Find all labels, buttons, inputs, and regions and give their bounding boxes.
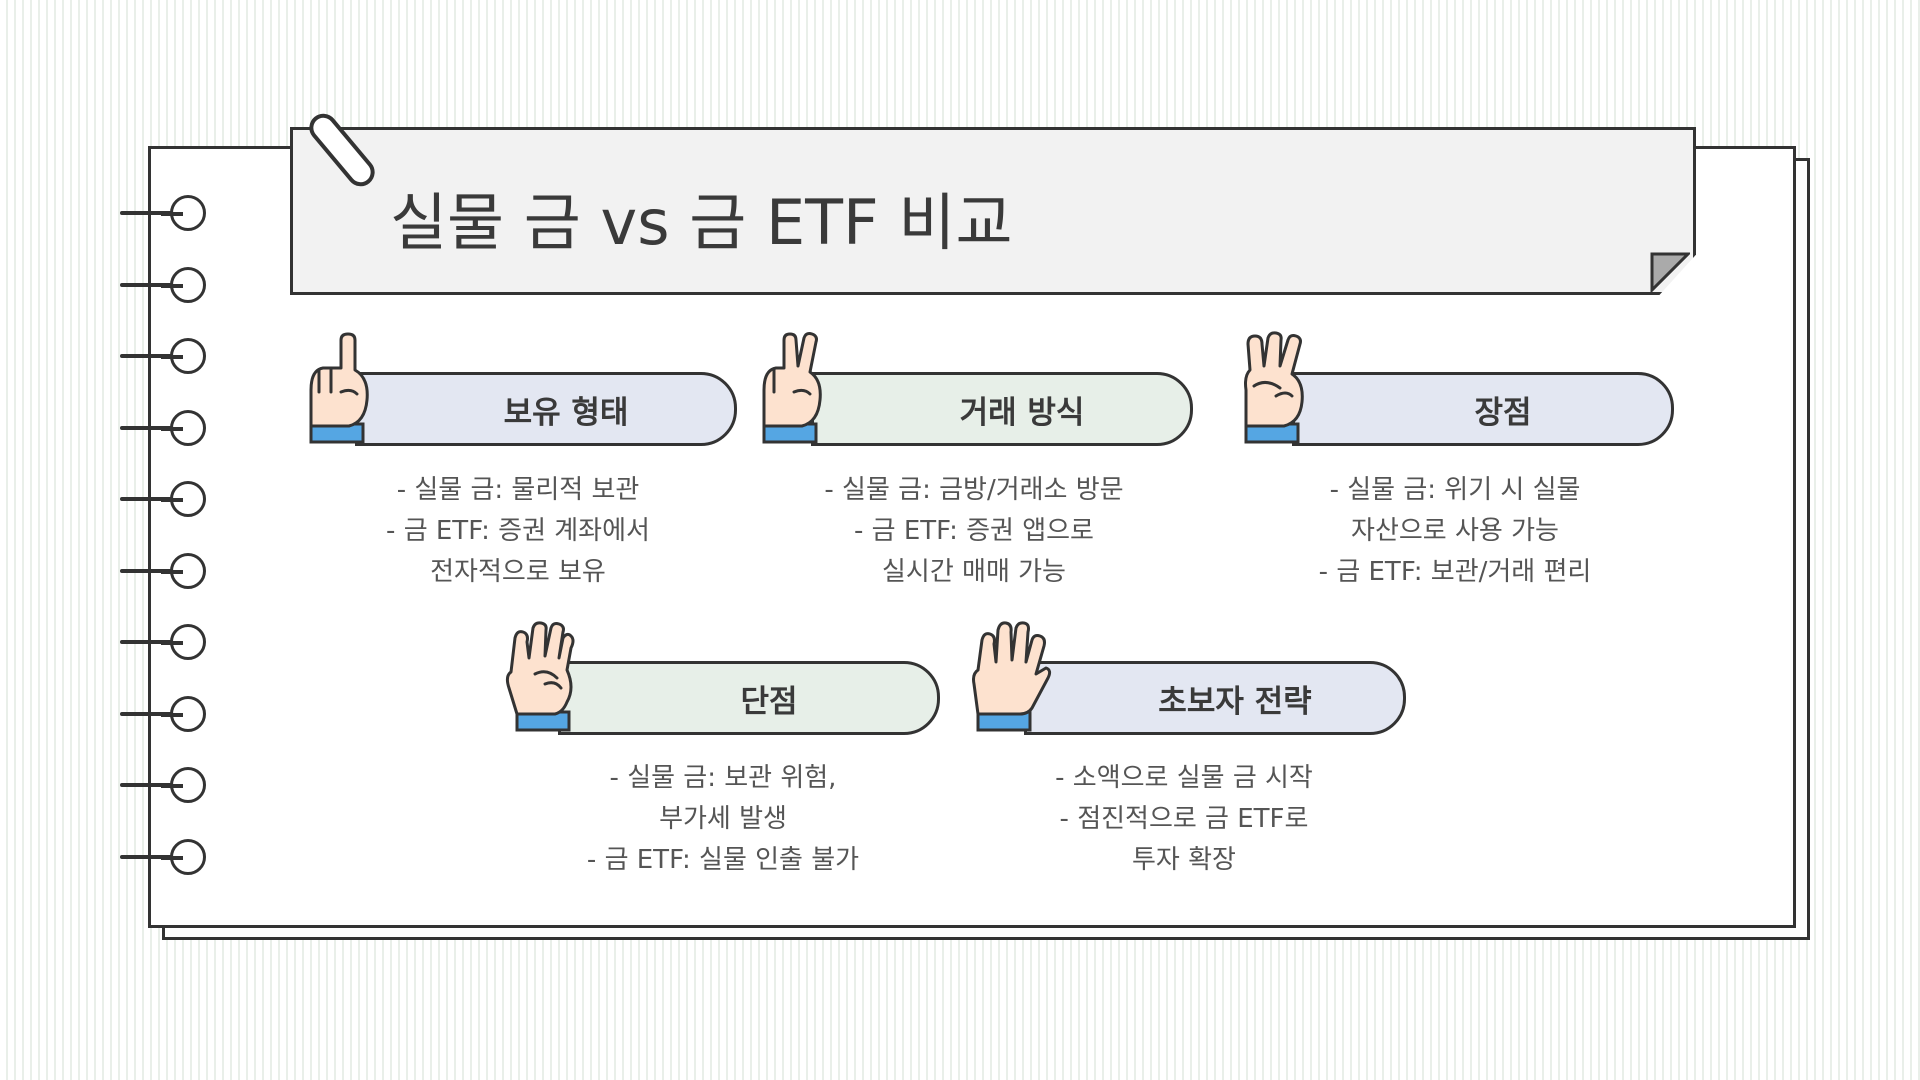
description-line: - 실물 금: 위기 시 실물 bbox=[1329, 475, 1581, 505]
hand-three-fingers-icon bbox=[1244, 331, 1304, 444]
card-heading-pill: 단점 bbox=[558, 661, 940, 735]
description-line: 실시간 매매 가능 bbox=[882, 557, 1066, 587]
title-banner bbox=[290, 127, 1696, 295]
card-description: - 소액으로 실물 금 시작 - 점진적으로 금 ETF로 투자 확장 bbox=[984, 758, 1384, 881]
spiral-ring bbox=[120, 336, 206, 376]
description-line: - 실물 금: 금방/거래소 방문 bbox=[824, 475, 1124, 505]
spiral-ring bbox=[120, 551, 206, 591]
card-heading-pill: 초보자 전략 bbox=[1024, 661, 1406, 735]
card-heading-pill: 보유 형태 bbox=[355, 372, 737, 446]
card-description: - 실물 금: 보관 위험, 부가세 발생 - 금 ETF: 실물 인출 불가 bbox=[523, 758, 923, 881]
spiral-ring bbox=[120, 265, 206, 305]
card-heading-pill: 거래 방식 bbox=[811, 372, 1193, 446]
paperclip-icon bbox=[309, 113, 375, 187]
description-line: 투자 확장 bbox=[1132, 845, 1236, 875]
hand-five-fingers-icon bbox=[972, 621, 1052, 732]
card-heading: 보유 형태 bbox=[503, 394, 629, 431]
card-description: - 실물 금: 금방/거래소 방문 - 금 ETF: 증권 앱으로 실시간 매매… bbox=[774, 470, 1174, 593]
spiral-ring bbox=[120, 193, 206, 233]
card-heading: 거래 방식 bbox=[959, 394, 1085, 431]
spiral-ring bbox=[120, 622, 206, 662]
description-line: - 금 ETF: 증권 앱으로 bbox=[854, 516, 1094, 546]
description-line: - 실물 금: 물리적 보관 bbox=[396, 475, 640, 505]
card-heading: 장점 bbox=[1474, 394, 1532, 431]
description-line: - 점진적으로 금 ETF로 bbox=[1059, 804, 1309, 834]
hand-two-fingers-icon bbox=[762, 332, 822, 444]
description-line: 전자적으로 보유 bbox=[430, 557, 606, 587]
spiral-ring bbox=[120, 479, 206, 519]
card-heading: 단점 bbox=[740, 683, 798, 720]
card-heading-pill: 장점 bbox=[1292, 372, 1674, 446]
description-line: - 소액으로 실물 금 시작 bbox=[1055, 763, 1313, 793]
card-description: - 실물 금: 물리적 보관 - 금 ETF: 증권 계좌에서 전자적으로 보유 bbox=[318, 470, 718, 593]
spiral-ring bbox=[120, 765, 206, 805]
spiral-ring bbox=[120, 408, 206, 448]
card-description: - 실물 금: 위기 시 실물 자산으로 사용 가능 - 금 ETF: 보관/거… bbox=[1255, 470, 1655, 593]
description-line: - 금 ETF: 증권 계좌에서 bbox=[386, 516, 650, 546]
description-line: 자산으로 사용 가능 bbox=[1351, 516, 1559, 546]
hand-four-fingers-icon bbox=[505, 621, 575, 732]
card-heading: 초보자 전략 bbox=[1158, 683, 1312, 720]
hand-one-finger-icon bbox=[309, 332, 369, 444]
description-line: - 실물 금: 보관 위험, bbox=[609, 763, 837, 793]
spiral-ring bbox=[120, 694, 206, 734]
page-fold-icon bbox=[1650, 252, 1690, 292]
spiral-ring bbox=[120, 837, 206, 877]
page-title: 실물 금 vs 금 ETF 비교 bbox=[390, 186, 1013, 259]
description-line: - 금 ETF: 보관/거래 편리 bbox=[1318, 557, 1592, 587]
description-line: 부가세 발생 bbox=[659, 804, 787, 834]
description-line: - 금 ETF: 실물 인출 불가 bbox=[586, 845, 860, 875]
